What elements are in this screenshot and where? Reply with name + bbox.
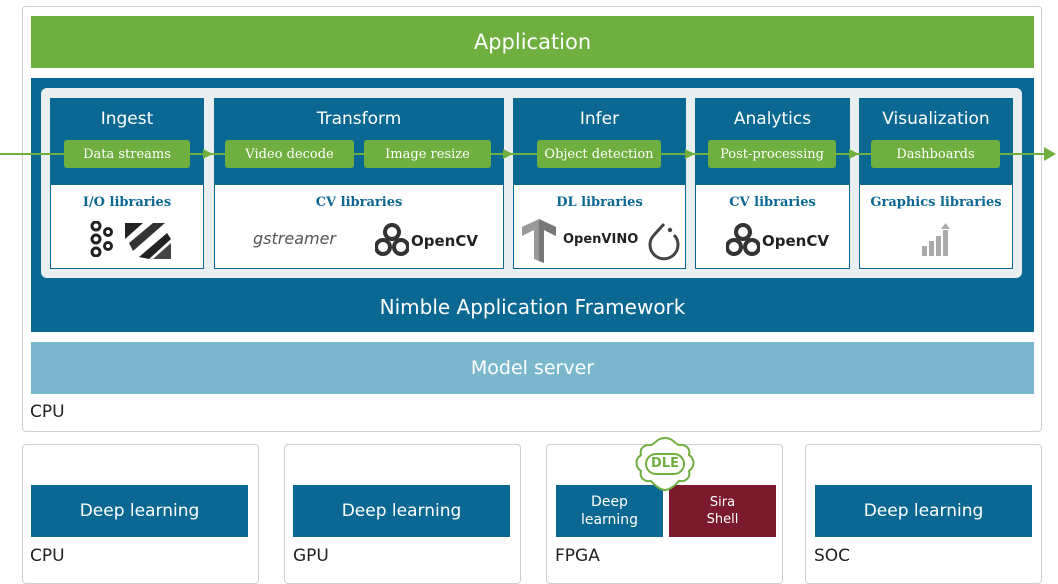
stage-analytics: Analytics CV libraries OpenCV (695, 98, 850, 269)
framework-label: Nimble Application Framework (379, 295, 686, 319)
opencv-icon (726, 223, 760, 256)
stage-library: DL libraries (556, 195, 643, 210)
kafka-icon (90, 221, 113, 257)
step-object-detection: Object detection (537, 140, 661, 168)
openvino-logo: OpenVINO (563, 232, 639, 247)
stage-visualization: Visualization Graphics libraries (859, 98, 1013, 269)
pytorch-icon (648, 222, 680, 261)
block-line: learning (580, 512, 639, 528)
ffmpeg-icon (125, 223, 171, 259)
step-video-decode: Video decode (225, 140, 354, 168)
block-line: Shell (706, 512, 739, 527)
flow-arrow-icon (203, 149, 213, 159)
dle-badge (635, 436, 695, 492)
flow-arrow-icon (503, 149, 513, 159)
stage-title: Ingest (100, 109, 154, 129)
stage-title: Infer (579, 109, 620, 129)
step-dashboards: Dashboards (871, 140, 1000, 168)
step-data-streams: Data streams (64, 140, 190, 168)
deep-learning-block: Deep learning (293, 485, 510, 537)
data-flow-line (0, 153, 1050, 155)
deep-learning-block: Deep learning (815, 485, 1032, 537)
hw-label: FPGA (555, 546, 600, 566)
application-bar: Application (31, 16, 1034, 68)
hw-label: CPU (30, 546, 65, 566)
step-image-resize: Image resize (364, 140, 491, 168)
stage-library: CV libraries (315, 195, 403, 210)
model-server-bar: Model server (31, 342, 1034, 394)
block-line: Sira (709, 495, 736, 510)
stage-library: I/O libraries (82, 195, 172, 210)
stage-infer: Infer DL libraries OpenVINO (513, 98, 686, 269)
fpga-deep-learning-block: Deep learning (556, 485, 663, 537)
block-line: Deep (591, 494, 628, 510)
opencv-icon (375, 223, 409, 256)
stage-title: Transform (316, 109, 402, 129)
gstreamer-logo: gstreamer (253, 229, 336, 248)
flow-arrow-icon (849, 149, 859, 159)
opencv-logo-text: OpenCV (762, 232, 829, 250)
hw-label: SOC (814, 546, 851, 566)
flow-arrow-icon (685, 149, 695, 159)
bar-chart-icon (922, 223, 950, 256)
stage-ingest: Ingest I/O libraries (50, 98, 204, 269)
stage-library: Graphics libraries (870, 195, 1002, 210)
tensorflow-icon (522, 219, 556, 263)
stage-title: Analytics (733, 109, 812, 129)
sira-shell-block: Sira Shell (669, 485, 776, 537)
stage-library: CV libraries (729, 195, 816, 210)
stage-transform: Transform CV libraries gstreamer OpenCV (214, 98, 504, 269)
dle-label: DLE (651, 456, 679, 471)
deep-learning-block: Deep learning (31, 485, 248, 537)
hw-label: GPU (293, 546, 329, 566)
stage-title: Visualization (882, 109, 990, 129)
opencv-logo-text: OpenCV (411, 232, 478, 250)
step-post-processing: Post-processing (708, 140, 836, 168)
flow-arrow-icon (1044, 147, 1056, 161)
host-cpu-label: CPU (30, 402, 65, 422)
